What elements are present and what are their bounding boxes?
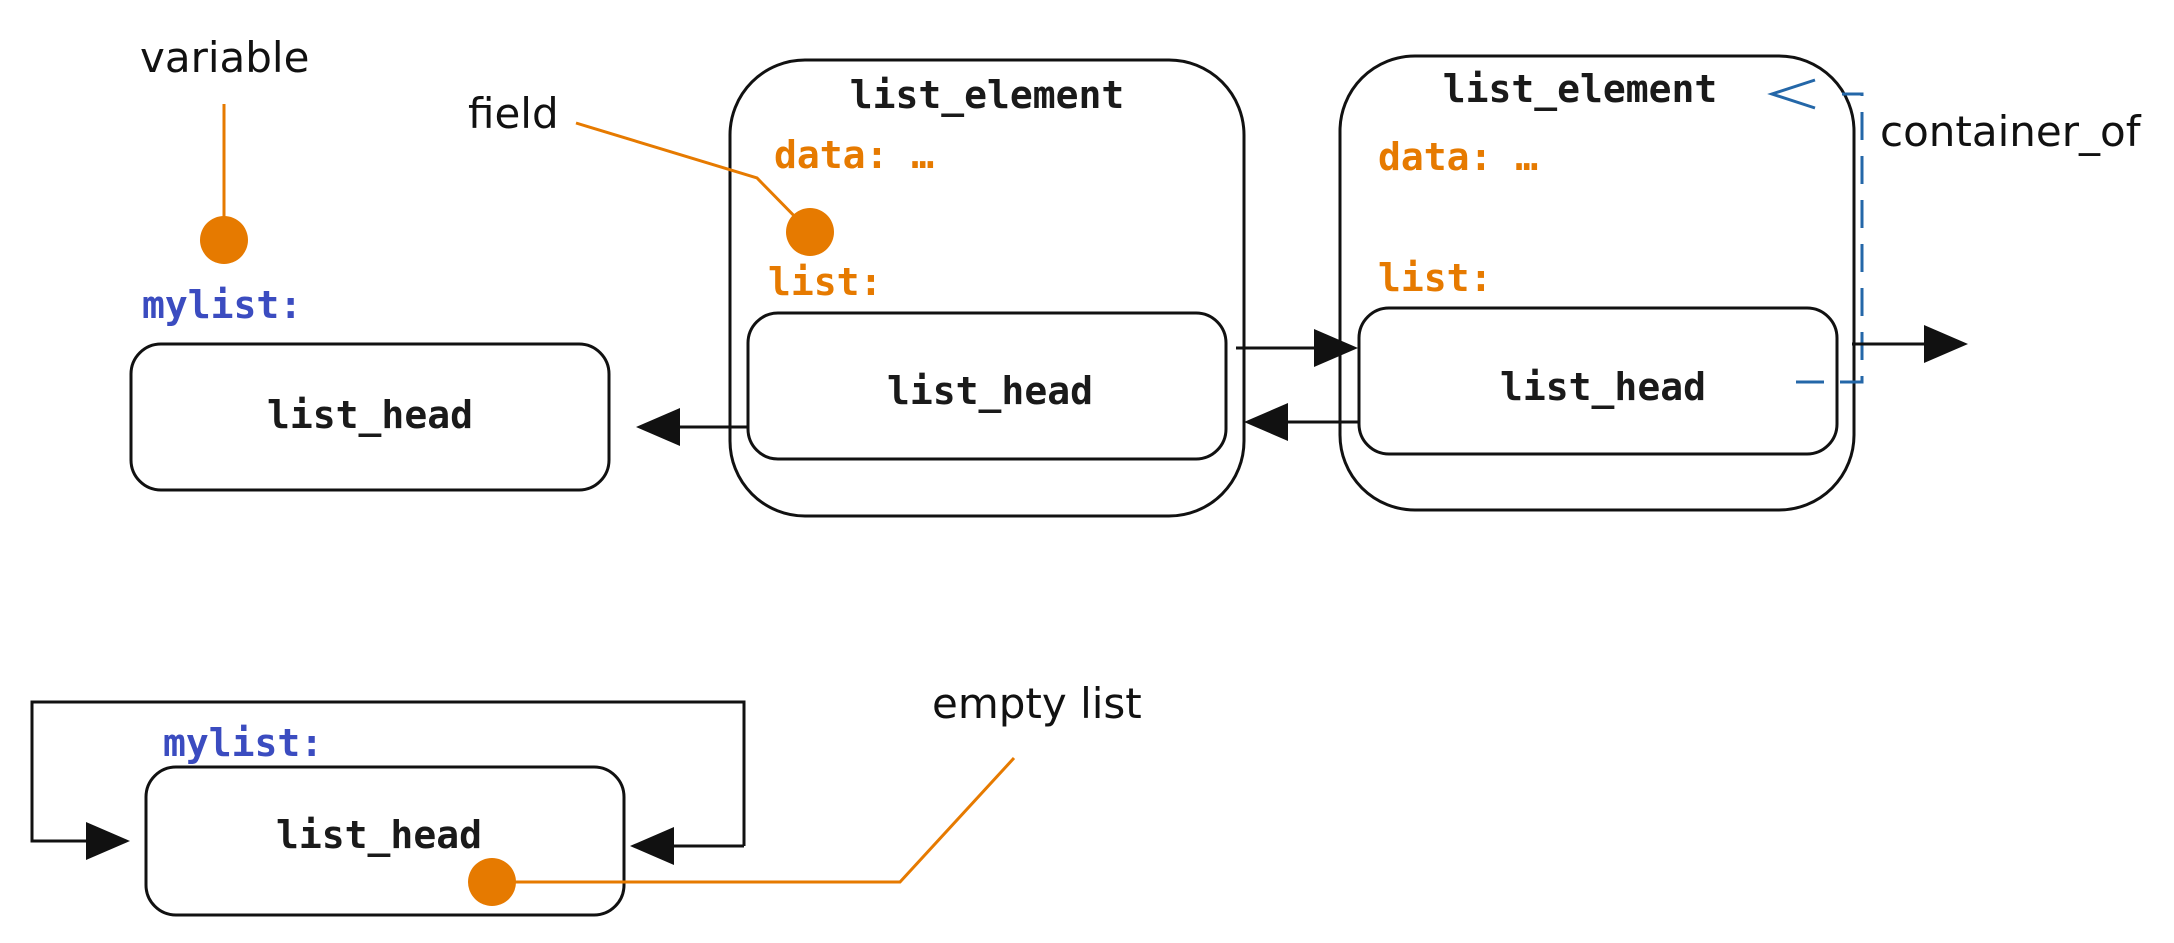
empty-list-loop-line: [30, 700, 746, 846]
empty-list-callout-label: empty list: [932, 679, 1142, 728]
field-callout-dot: [786, 208, 834, 256]
empty-list-callout-dot: [468, 858, 516, 906]
mylist-list-head-label: list_head: [267, 393, 473, 437]
list-element-2-list-head-label: list_head: [1500, 365, 1706, 409]
empty-list-head-label: list_head: [276, 813, 482, 857]
element-2-prev-arrowhead: [1244, 403, 1288, 441]
empty-list-next-arrowhead: [630, 827, 674, 865]
list-element-1-title: list_element: [850, 73, 1125, 117]
field-callout-label: field: [468, 89, 559, 138]
list-element-2-box: [1338, 54, 1856, 512]
list-element-1-list-head-label: list_head: [887, 369, 1093, 413]
element-1-prev-arrowhead: [636, 408, 680, 446]
element-2-next-arrowhead: [1924, 325, 1968, 363]
list-element-1-data-field: data: …: [774, 133, 934, 177]
empty-mylist-label: mylist:: [163, 721, 323, 765]
empty-list-callout-line: [494, 756, 1016, 884]
list-element-2-list-head-box: [1357, 306, 1839, 456]
element-1-next-arrowhead: [1314, 329, 1358, 367]
container-of-bracket: [1796, 92, 1864, 384]
variable-callout-dot: [200, 216, 248, 264]
list-element-1-box: [728, 58, 1246, 518]
list-element-1-list-field: list:: [768, 260, 882, 304]
empty-list-prev-arrowhead: [86, 822, 130, 860]
container-of-label: container_of: [1880, 107, 2142, 156]
field-callout-line: [575, 121, 810, 232]
list-element-2-list-field: list:: [1378, 256, 1492, 300]
container-of-arrowhead: [1767, 78, 1816, 110]
variable-callout-label: variable: [140, 33, 309, 82]
mylist-list-head-box: [129, 342, 611, 492]
list-element-2-title: list_element: [1443, 67, 1718, 111]
mylist-label: mylist:: [142, 283, 302, 327]
list-element-1-list-head-box: [746, 311, 1228, 461]
list-element-2-data-field: data: …: [1378, 135, 1538, 179]
